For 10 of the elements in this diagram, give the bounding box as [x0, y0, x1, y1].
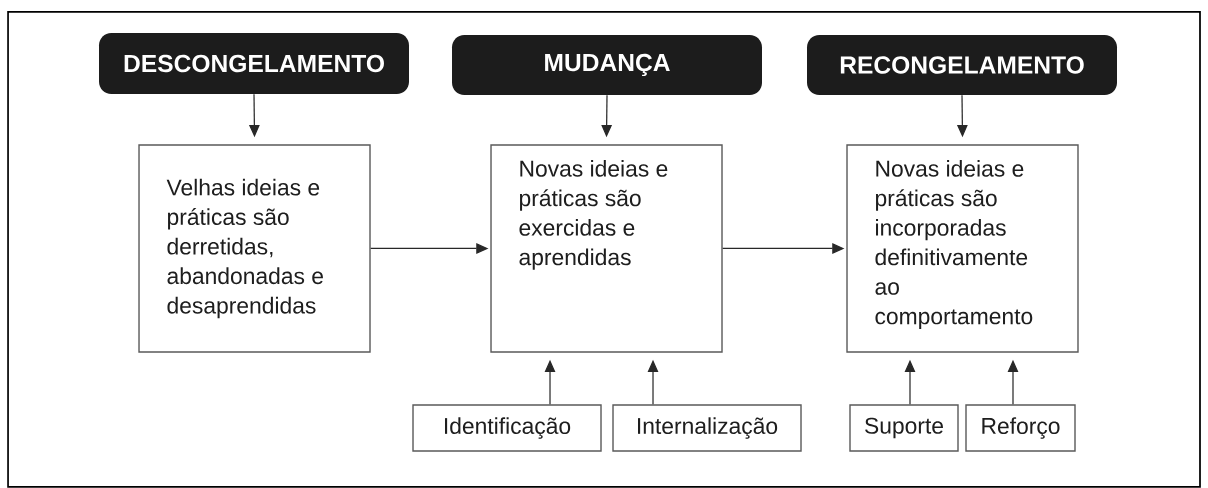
factor-box: Reforço: [965, 404, 1076, 452]
process-box: Novas ideias e práticas são exercidas e aprendidas: [490, 144, 723, 353]
header-box: RECONGELAMENTO: [807, 35, 1117, 95]
factor-box: Identificação: [412, 404, 602, 452]
factor-box: Suporte: [849, 404, 959, 452]
process-box: Novas ideias e práticas são incorporadas definitivamente ao comportamento: [846, 144, 1079, 353]
process-box: Velhas ideias e práticas são derretidas, abandonadas e desaprendidas: [138, 144, 371, 353]
header-box: MUDANÇA: [452, 35, 762, 95]
header-box: DESCONGELAMENTO: [99, 33, 409, 94]
factor-box: Internalização: [612, 404, 802, 452]
